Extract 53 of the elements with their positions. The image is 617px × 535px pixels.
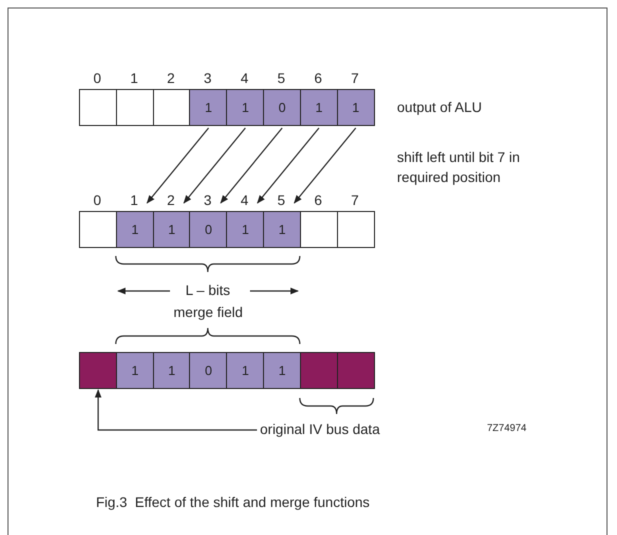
bit-cell: 0: [263, 89, 302, 126]
bit-cell: 1: [263, 352, 302, 389]
bit-cell: 1: [189, 89, 228, 126]
bit-cell: 1: [116, 352, 154, 389]
leader-line: [94, 389, 257, 431]
bit-number: 5: [277, 192, 286, 208]
bit-cell: 0: [189, 211, 228, 248]
bit-number: 7: [351, 70, 359, 86]
bit-number: 1: [130, 192, 138, 208]
bit-cell: [300, 211, 338, 248]
bit-number: 6: [314, 70, 322, 86]
figure-code: 7Z74974: [487, 423, 526, 434]
bit-cell: 1: [226, 89, 264, 126]
bit-cell: 1: [226, 211, 264, 248]
arrow: [294, 128, 356, 204]
bit-cell: [116, 89, 154, 126]
bit-cell: 0: [189, 352, 228, 389]
bit-number: 2: [167, 192, 175, 208]
bit-number: 3: [204, 70, 212, 86]
bit-number: 5: [277, 70, 286, 86]
bit-cell: [79, 211, 118, 248]
bit-cell: 1: [263, 211, 302, 248]
bit-cell: 1: [226, 352, 264, 389]
bit-number: 3: [204, 192, 212, 208]
arrow: [183, 128, 246, 204]
bit-cell: [336, 352, 375, 389]
bit-cell: [336, 211, 375, 248]
bit-number: 1: [130, 70, 138, 86]
bit-cell: 1: [116, 211, 154, 248]
bit-number: 6: [314, 192, 322, 208]
bit-number: 2: [167, 70, 175, 86]
bit-cell: 1: [300, 89, 338, 126]
bit-number: 7: [351, 192, 359, 208]
caption: Fig.3 Effect of the shift and merge functions: [96, 494, 370, 510]
bus-data-label: original IV bus data: [260, 421, 380, 437]
bit-number: 0: [93, 70, 102, 86]
field-label: merge field: [174, 304, 243, 320]
bit-number: 4: [240, 192, 248, 208]
bit-number: 0: [93, 192, 102, 208]
bit-cell: [79, 89, 118, 126]
bit-number: 4: [240, 70, 248, 86]
note-text: shift left until bit 7 in required position: [397, 148, 521, 187]
bit-cell: [300, 352, 338, 389]
bit-cell: [152, 89, 191, 126]
bit-cell: 1: [152, 211, 191, 248]
bit-cell: 1: [336, 89, 375, 126]
dimension-label: L – bits: [186, 282, 230, 298]
bit-cell: 1: [152, 352, 191, 389]
row-label: output of ALU: [397, 99, 482, 115]
arrow: [146, 128, 210, 204]
bit-cell: [79, 352, 118, 389]
arrow: [256, 128, 320, 204]
arrow: [220, 128, 283, 204]
